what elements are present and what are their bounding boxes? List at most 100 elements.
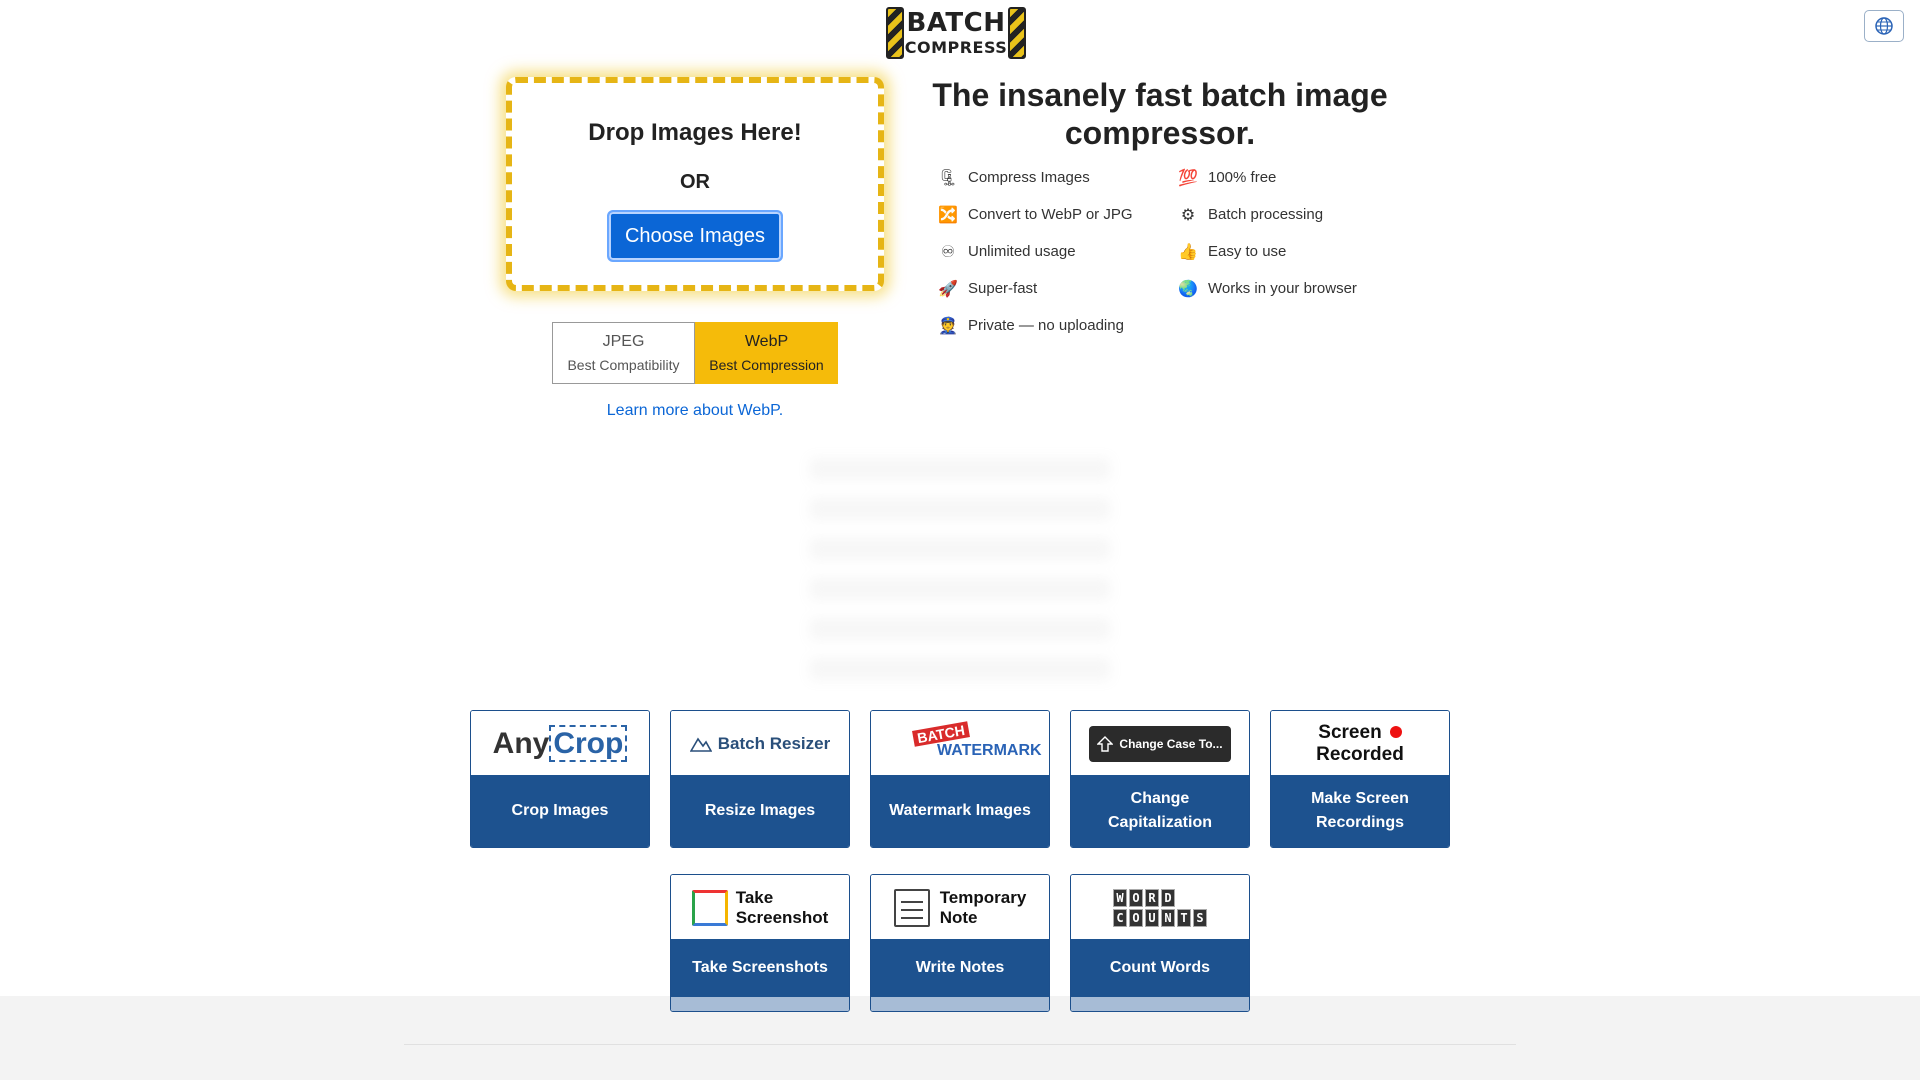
tool-card-label: Take Screenshots: [671, 939, 849, 997]
temporary-note-line2: Note: [939, 908, 978, 927]
take-screenshot-line1: Take: [735, 888, 774, 907]
anycrop-logo-crop: Crop: [549, 725, 628, 762]
feature-label: Super-fast: [968, 280, 1038, 297]
temporary-note-logo-text: Temporary Note: [940, 888, 1027, 928]
choose-images-button[interactable]: Choose Images: [607, 210, 783, 262]
rocket-icon: 🚀: [938, 280, 958, 298]
feature-item: 🗜Compress Images: [938, 166, 1178, 189]
feature-item: 💯 100% free: [1178, 166, 1398, 189]
watermark-logo: BATCH WATERMARK: [871, 711, 1049, 777]
feature-item: ⚙ Batch processing: [1178, 203, 1398, 226]
faded-placeholder: [810, 440, 1110, 680]
feature-label: Batch processing: [1208, 206, 1324, 223]
card-footer-strip: [1071, 997, 1249, 1011]
letter-tile: R: [1145, 889, 1159, 907]
tool-card-label: Count Words: [1071, 939, 1249, 997]
card-footer-strip: [871, 997, 1049, 1011]
screen-recorded-line2: Recorded: [1316, 744, 1404, 765]
language-button[interactable]: [1864, 10, 1904, 42]
gear-icon: ⚙: [1180, 206, 1196, 224]
format-webp-option[interactable]: WebP Best Compression: [695, 322, 838, 384]
batch-watermark-logo: BATCH WATERMARK: [885, 721, 1042, 766]
batch-resizer-logo-text: Batch Resizer: [717, 734, 831, 753]
tool-card-resize[interactable]: Batch Resizer Resize Images: [670, 710, 850, 848]
temporary-note-line1: Temporary: [939, 888, 1027, 907]
format-jpeg-option[interactable]: JPEG Best Compatibility: [552, 322, 695, 384]
card-footer-strip: [671, 997, 849, 1011]
drop-zone[interactable]: Drop Images Here! OR Choose Images: [506, 77, 884, 291]
anycrop-logo-any: Any: [492, 727, 550, 760]
feature-label: Private — no uploading: [968, 317, 1124, 334]
drop-zone-title: Drop Images Here!: [588, 119, 802, 146]
tool-card-label: Resize Images: [671, 775, 849, 847]
screen-recorded-line1: Screen: [1318, 722, 1382, 743]
feature-label: Compress Images: [968, 169, 1090, 186]
tool-card-screen-recorder[interactable]: Screen Recorded Make Screen Recordings: [1270, 710, 1450, 848]
change-case-logo: Change Case To...: [1071, 711, 1249, 777]
tool-card-label: Crop Images: [471, 775, 649, 847]
document-icon: [893, 889, 930, 927]
format-webp-desc: Best Compression: [709, 357, 824, 373]
notes-logo: Temporary Note: [871, 875, 1049, 941]
tool-card-notes[interactable]: Temporary Note Write Notes: [870, 874, 1050, 1012]
feature-label: Works in your browser: [1208, 280, 1357, 297]
feature-item: 🚀 Super-fast: [938, 277, 1178, 300]
feature-item: 👮 Private — no uploading: [938, 314, 1178, 337]
tool-card-label: Make Screen Recordings: [1271, 775, 1449, 847]
watermark-logo-word: WATERMARK: [937, 742, 1042, 759]
learn-webp-link[interactable]: Learn more about WebP.: [606, 402, 784, 419]
logo-word-batch: BATCH: [906, 8, 1006, 38]
infinity-icon: ♾: [940, 243, 956, 261]
take-screenshot-logo: Take Screenshot: [691, 888, 829, 928]
feature-item: 🔀Convert to WebP or JPG: [938, 203, 1178, 226]
letter-tile: C: [1113, 909, 1127, 927]
format-jpeg-name: JPEG: [602, 333, 645, 350]
thumbs-up-icon: 👍: [1178, 243, 1198, 261]
change-case-badge: Change Case To...: [1089, 726, 1231, 762]
tool-card-label: Watermark Images: [871, 775, 1049, 847]
resize-logo: Batch Resizer: [671, 711, 849, 777]
letter-tile: D: [1161, 889, 1175, 907]
tool-card-watermark[interactable]: BATCH WATERMARK Watermark Images: [870, 710, 1050, 848]
screenshot-logo: Take Screenshot: [671, 875, 849, 941]
screen-recorded-text: Screen Recorded: [1316, 722, 1404, 766]
logo-word-compress: COMPRESS: [904, 38, 1008, 57]
drop-zone-or: OR: [680, 171, 710, 193]
tool-card-screenshot[interactable]: Take Screenshot Take Screenshots: [670, 874, 850, 1012]
letter-tile: [1193, 889, 1207, 907]
letter-tile: N: [1161, 909, 1175, 927]
letter-tile: [1177, 889, 1191, 907]
feature-item: ♾ Unlimited usage: [938, 240, 1178, 263]
hundred-icon: 💯: [1178, 169, 1198, 187]
camera-icon: [691, 890, 728, 926]
feature-item: 👍 Easy to use: [1178, 240, 1398, 263]
feature-label: Easy to use: [1208, 243, 1287, 260]
screen-recorded-logo: Screen Recorded: [1271, 711, 1449, 777]
letter-tile: T: [1177, 909, 1191, 927]
feature-list: 🗜Compress Images 💯 100% free 🔀Convert to …: [938, 166, 1398, 337]
letter-tile: S: [1193, 909, 1207, 927]
record-dot-icon: [1389, 726, 1402, 738]
mountain-icon: [689, 737, 712, 752]
page-headline: The insanely fast batch image compressor…: [932, 77, 1388, 151]
batch-compress-logo[interactable]: BATCH COMPRESS: [886, 6, 1034, 60]
tool-card-label: Write Notes: [871, 939, 1049, 997]
format-webp-name: WebP: [744, 333, 789, 350]
take-screenshot-logo-text: Take Screenshot: [736, 888, 829, 928]
tool-card-label: Change Capitalization: [1071, 775, 1249, 847]
footer-divider: [404, 1044, 1516, 1045]
feature-label: 100% free: [1208, 169, 1277, 186]
police-officer-icon: 👮: [938, 317, 958, 335]
format-jpeg-desc: Best Compatibility: [567, 357, 680, 373]
temporary-note-logo: Temporary Note: [893, 888, 1027, 928]
tool-card-change-case[interactable]: Change Case To... Change Capitalization: [1070, 710, 1250, 848]
feature-label: Unlimited usage: [968, 243, 1076, 260]
feature-item: 🌏Works in your browser: [1178, 277, 1398, 300]
feature-label: Convert to WebP or JPG: [968, 206, 1133, 223]
